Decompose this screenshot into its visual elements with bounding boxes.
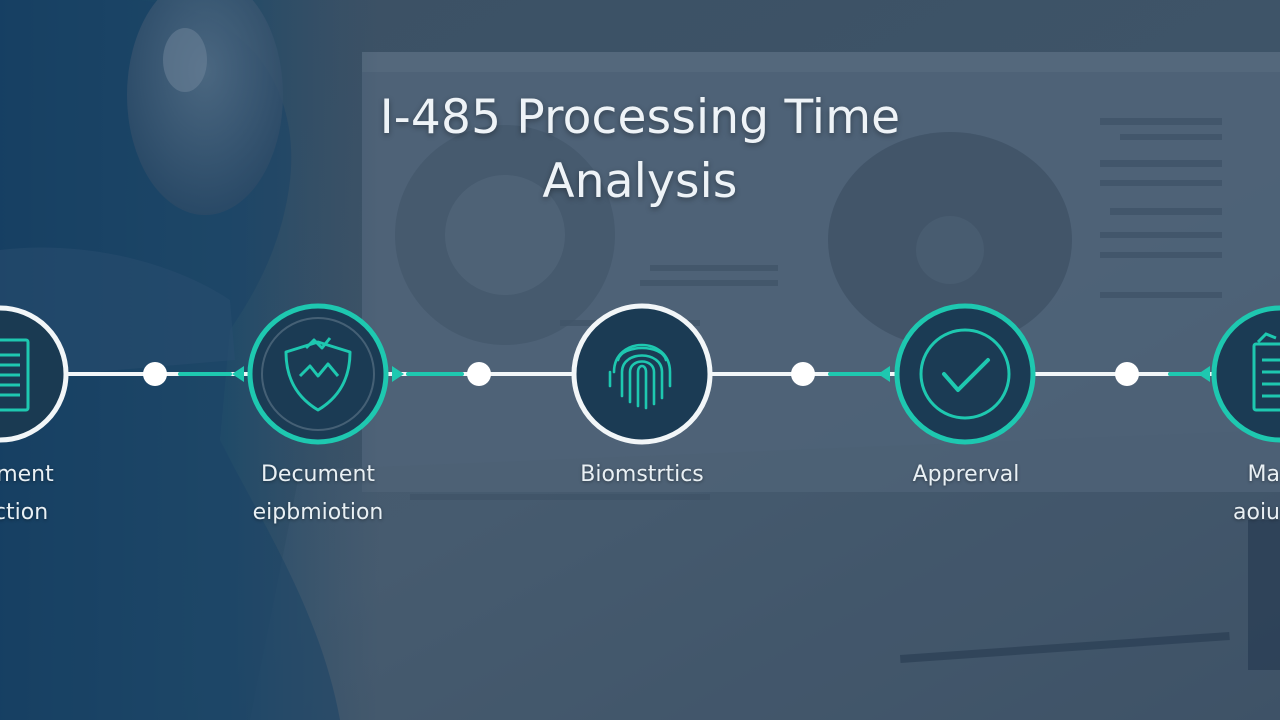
title-line-2: Analysis: [542, 154, 738, 209]
stage-label-3: Biomstrtics: [580, 462, 704, 487]
background-dashboard: [250, 52, 1280, 720]
timeline-node: [467, 362, 491, 386]
timeline-node: [1115, 362, 1139, 386]
checkmark-icon: [942, 358, 990, 392]
stage-label-2: Decument eipbmiotion: [252, 462, 384, 525]
stage-label-4: Apprerval: [912, 462, 1020, 487]
timeline-node: [791, 362, 815, 386]
timeline-nodes: [143, 362, 1139, 386]
stage-circle-5: [1211, 305, 1280, 443]
stage-circle-1: [0, 305, 69, 443]
document-icon: [0, 338, 30, 412]
stage-circle-4: [894, 303, 1036, 445]
fingerprint-icon: [608, 343, 672, 410]
page-title: I-485 Processing Time Analysis: [370, 86, 910, 214]
stage-label-5: Ma aoiu: [1233, 462, 1280, 525]
timeline-node: [143, 362, 167, 386]
shield-icon: [284, 337, 352, 412]
stage-label-1: ument iction: [0, 462, 54, 525]
stage-circle-2: [247, 303, 389, 445]
stage-circle-3: [571, 303, 713, 445]
title-line-1: I-485 Processing Time: [379, 90, 901, 145]
clipboard-icon: [1252, 332, 1280, 412]
